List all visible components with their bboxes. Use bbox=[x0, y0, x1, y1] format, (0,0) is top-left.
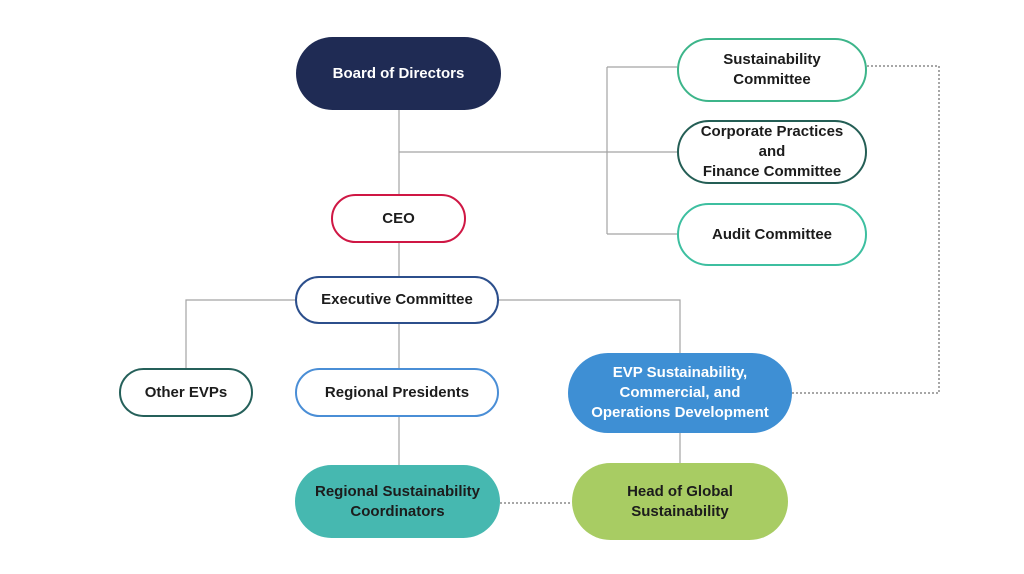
connector-exec-evp bbox=[499, 299, 681, 353]
regional-sustainability-coordinators-label: Regional Sustainability Coordinators bbox=[314, 482, 481, 520]
dotted-connector-sustainability-evp bbox=[792, 65, 940, 394]
audit-committee-label: Audit Committee bbox=[712, 225, 832, 243]
regional-presidents-label: Regional Presidents bbox=[324, 383, 470, 401]
evp-sustainability-node: EVP Sustainability, Commercial, and Oper… bbox=[568, 353, 792, 433]
executive-committee-node: Executive Committee bbox=[295, 276, 499, 324]
other-evps-label: Other EVPs bbox=[144, 383, 228, 401]
corporate-practices-committee-node: Corporate Practices and Finance Committe… bbox=[677, 120, 867, 184]
board-of-directors-node: Board of Directors bbox=[296, 37, 501, 110]
other-evps-node: Other EVPs bbox=[119, 368, 253, 417]
audit-committee-node: Audit Committee bbox=[677, 203, 867, 266]
board-of-directors-label: Board of Directors bbox=[332, 64, 465, 82]
regional-presidents-node: Regional Presidents bbox=[295, 368, 499, 417]
head-of-global-sustainability-node: Head of Global Sustainability bbox=[572, 463, 788, 540]
ceo-node: CEO bbox=[331, 194, 466, 243]
regional-sustainability-coordinators-node: Regional Sustainability Coordinators bbox=[295, 465, 500, 538]
ceo-label: CEO bbox=[382, 209, 415, 227]
executive-committee-label: Executive Committee bbox=[321, 291, 473, 308]
head-of-global-sustainability-label: Head of Global Sustainability bbox=[627, 482, 733, 520]
sustainability-committee-node: Sustainability Committee bbox=[677, 38, 867, 102]
evp-sustainability-label: EVP Sustainability, Commercial, and Oper… bbox=[591, 364, 769, 421]
connector-exec-other-evps bbox=[185, 299, 295, 368]
sustainability-committee-label: Sustainability Committee bbox=[723, 51, 821, 88]
corporate-practices-committee-label: Corporate Practices and Finance Committe… bbox=[700, 123, 844, 180]
